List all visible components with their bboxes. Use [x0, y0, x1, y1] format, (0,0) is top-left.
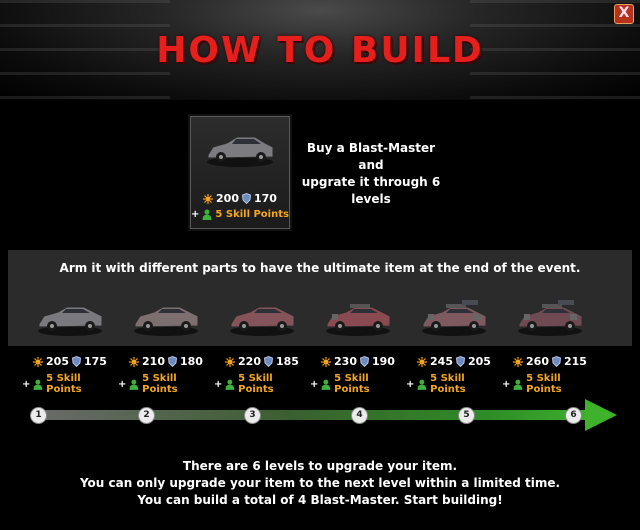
car-image — [134, 306, 199, 336]
person-icon — [225, 379, 235, 390]
sun-icon — [203, 193, 214, 204]
level-skill-points: +5 Skill Points — [118, 373, 214, 395]
sun-icon — [513, 356, 524, 367]
level-skill-label: 5 Skill Points — [430, 373, 466, 395]
footer-line: You can only upgrade your item to the ne… — [79, 476, 561, 490]
level-gold-value: 205 — [46, 355, 69, 368]
plus-sign: + — [406, 378, 415, 390]
level-skill-points: +5 Skill Points — [22, 373, 118, 395]
level-cost: 205 175 — [22, 355, 118, 368]
person-icon — [129, 379, 139, 390]
upgrade-level-4: 230 190 +5 Skill Points — [310, 298, 406, 395]
level-skill-label: 5 Skill Points — [238, 373, 274, 395]
level-skill-label: 5 Skill Points — [46, 373, 82, 395]
shield-icon — [264, 356, 273, 367]
level-shield-value: 175 — [84, 355, 107, 368]
level-gold-value: 210 — [142, 355, 165, 368]
shield-icon — [456, 356, 465, 367]
upgrade-level-3: 220 185 +5 Skill Points — [214, 298, 310, 395]
car-image — [207, 136, 274, 167]
level-skill-points: +5 Skill Points — [214, 373, 310, 395]
level-shield-value: 180 — [180, 355, 203, 368]
level-gold-value: 245 — [430, 355, 453, 368]
header-background — [0, 0, 640, 100]
car-image — [230, 306, 295, 336]
level-progress-bar: 1 2 3 4 5 6 — [0, 398, 640, 434]
shield-icon — [552, 356, 561, 367]
blast-master-card: 200 170 + 5 Skill Points — [190, 116, 290, 229]
person-icon — [33, 379, 43, 390]
level-node: 1 — [30, 407, 47, 424]
intro-text: Buy a Blast-Master and upgrate it throug… — [298, 140, 444, 208]
level-cost: 245 205 — [406, 355, 502, 368]
shield-icon — [360, 356, 369, 367]
footer-line: There are 6 levels to upgrade your item. — [182, 459, 458, 473]
car-image — [518, 300, 583, 336]
upgrade-level-2: 210 180 +5 Skill Points — [118, 298, 214, 395]
intro-skill-points: + 5 Skill Points — [191, 209, 289, 220]
level-node: 6 — [565, 407, 582, 424]
level-cost: 230 190 — [310, 355, 406, 368]
sun-icon — [33, 356, 44, 367]
level-skill-label: 5 Skill Points — [334, 373, 370, 395]
parts-text: Arm it with different parts to have the … — [59, 261, 581, 275]
plus-sign: + — [118, 378, 127, 390]
upgrade-level-6: 260 215 +5 Skill Points — [502, 298, 598, 395]
close-icon[interactable]: X — [614, 4, 634, 24]
level-cost: 220 185 — [214, 355, 310, 368]
sun-icon — [225, 356, 236, 367]
level-node: 2 — [138, 407, 155, 424]
level-shield-value: 190 — [372, 355, 395, 368]
level-gold-value: 260 — [526, 355, 549, 368]
sun-icon — [321, 356, 332, 367]
level-cost: 210 180 — [118, 355, 214, 368]
shield-icon — [72, 356, 81, 367]
intro-text-line: levels — [351, 192, 391, 206]
shield-icon — [168, 356, 177, 367]
plus-sign: + — [502, 378, 511, 390]
dialog-title: HOW TO BUILD — [156, 30, 484, 71]
sun-icon — [129, 356, 140, 367]
footer-text: There are 6 levels to upgrade your item.… — [0, 458, 640, 509]
level-skill-label: 5 Skill Points — [526, 373, 562, 395]
level-skill-points: +5 Skill Points — [502, 373, 598, 395]
level-node: 3 — [244, 407, 261, 424]
level-shield-value: 205 — [468, 355, 491, 368]
plus-sign: + — [214, 378, 223, 390]
shield-icon — [242, 193, 251, 204]
car-image — [422, 300, 487, 336]
sun-icon — [417, 356, 428, 367]
plus-sign: + — [310, 378, 319, 390]
person-icon — [321, 379, 331, 390]
intro-shield-value: 170 — [254, 192, 277, 205]
level-shield-value: 185 — [276, 355, 299, 368]
level-shield-value: 215 — [564, 355, 587, 368]
upgrade-level-1: 205 175 +5 Skill Points — [22, 298, 118, 395]
intro-gold-value: 200 — [216, 192, 239, 205]
car-image — [326, 304, 391, 336]
level-skill-points: +5 Skill Points — [310, 373, 406, 395]
person-icon — [417, 379, 427, 390]
car-image — [38, 306, 103, 336]
level-node: 5 — [458, 407, 475, 424]
level-gold-value: 220 — [238, 355, 261, 368]
footer-line: You can build a total of 4 Blast-Master.… — [137, 493, 503, 507]
intro-text-line: upgrate it through 6 — [301, 175, 441, 189]
progress-track — [38, 410, 600, 420]
intro-cost: 200 170 — [191, 192, 289, 205]
plus-sign: + — [22, 378, 31, 390]
level-skill-label: 5 Skill Points — [142, 373, 178, 395]
level-node: 4 — [351, 407, 368, 424]
arrow-right-icon — [585, 399, 617, 431]
intro-text-line: Buy a Blast-Master and — [306, 141, 436, 172]
upgrade-level-5: 245 205 +5 Skill Points — [406, 298, 502, 395]
level-cost: 260 215 — [502, 355, 598, 368]
level-gold-value: 230 — [334, 355, 357, 368]
person-icon — [202, 209, 212, 220]
level-skill-points: +5 Skill Points — [406, 373, 502, 395]
intro-skill-label: 5 Skill Points — [215, 209, 289, 220]
plus-sign: + — [191, 209, 200, 220]
person-icon — [513, 379, 523, 390]
